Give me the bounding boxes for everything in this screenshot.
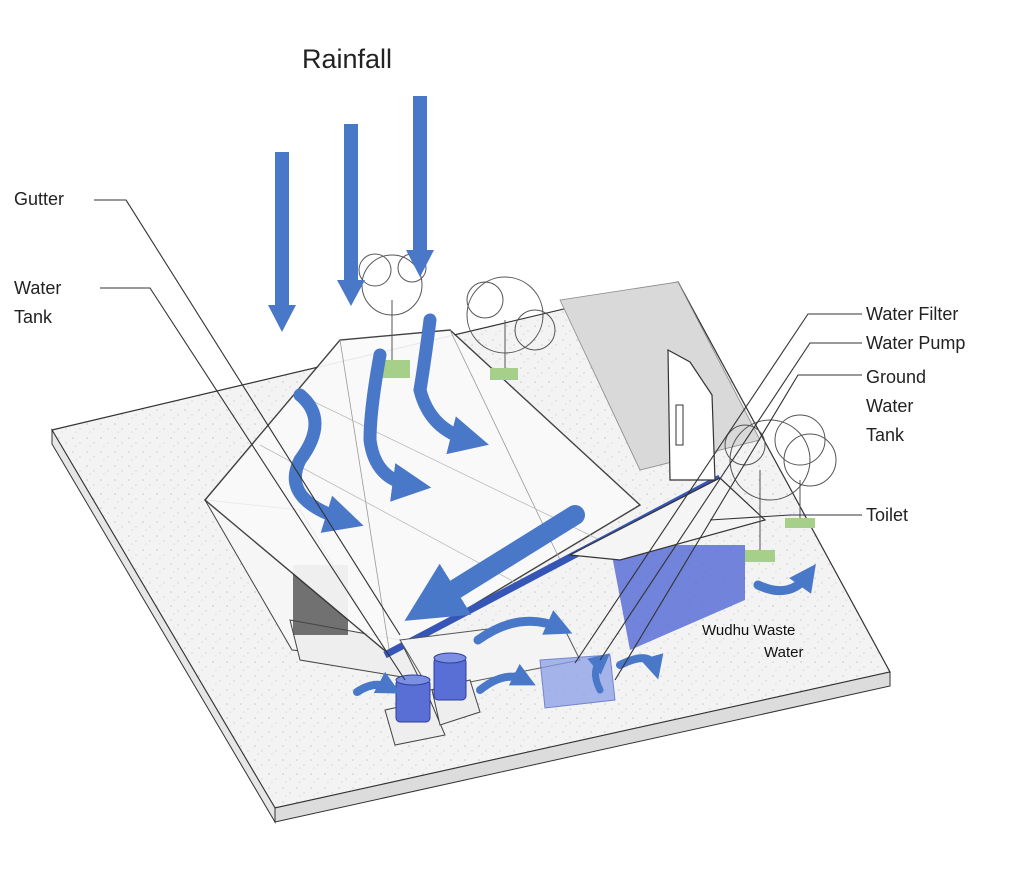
water-tanks xyxy=(384,652,481,746)
water-flow-arrows xyxy=(288,313,816,696)
gutter-flow-arrow xyxy=(404,505,585,621)
water-tank-leader xyxy=(100,287,406,681)
flow-arrow-8 xyxy=(587,653,611,694)
flow-arrow-3 xyxy=(413,313,489,455)
ground-water-tank-label: Ground Water Tank xyxy=(866,363,926,450)
rainfall-arrows xyxy=(268,96,434,332)
leader-lines xyxy=(94,199,862,681)
flow-arrow-9 xyxy=(753,564,816,596)
gutter-leader xyxy=(94,199,401,636)
water-filter-label: Water Filter xyxy=(866,304,959,324)
wudhu-label-line-2: Water xyxy=(764,644,804,661)
water-tank-label-line-2: Tank xyxy=(14,307,53,327)
minaret xyxy=(667,348,716,481)
ground-water-tank-leader xyxy=(614,374,862,681)
tree-2 xyxy=(466,276,556,380)
toilet-label: Toilet xyxy=(866,505,909,525)
toilet-leader xyxy=(709,514,862,521)
rainfall-title: Rainfall xyxy=(302,44,393,74)
ground-water-tank-label-line-1: Ground xyxy=(866,367,927,387)
flow-arrow-6 xyxy=(353,671,401,696)
ground-water-tank-label-line-2: Water xyxy=(866,396,914,416)
rain-arrow-3 xyxy=(406,96,434,277)
flow-arrow-5 xyxy=(476,663,536,694)
wudhu-label-line-1: Wudhu Waste xyxy=(702,622,796,639)
water-pump-label: Water Pump xyxy=(866,333,966,353)
water-filter-leader xyxy=(574,313,862,664)
water-tank-2 xyxy=(433,657,467,701)
water-pump-leader xyxy=(599,342,862,661)
rain-arrow-1 xyxy=(268,152,296,332)
wudhu-waste-water-label: Wudhu Waste Water xyxy=(702,620,803,664)
tree-3 xyxy=(724,414,826,562)
flow-arrow-2 xyxy=(363,348,432,502)
ground-water-tank-label-line-3: Tank xyxy=(866,425,905,445)
gutter-label: Gutter xyxy=(14,189,65,209)
rain-arrow-2 xyxy=(337,124,365,306)
flow-arrow-4 xyxy=(473,610,573,645)
tree-4 xyxy=(783,433,837,528)
water-tank-label-line-1: Water xyxy=(14,278,62,298)
water-tank-label: Water Tank xyxy=(14,274,61,332)
water-tank-1 xyxy=(395,679,431,723)
flow-arrow-1 xyxy=(288,388,364,533)
